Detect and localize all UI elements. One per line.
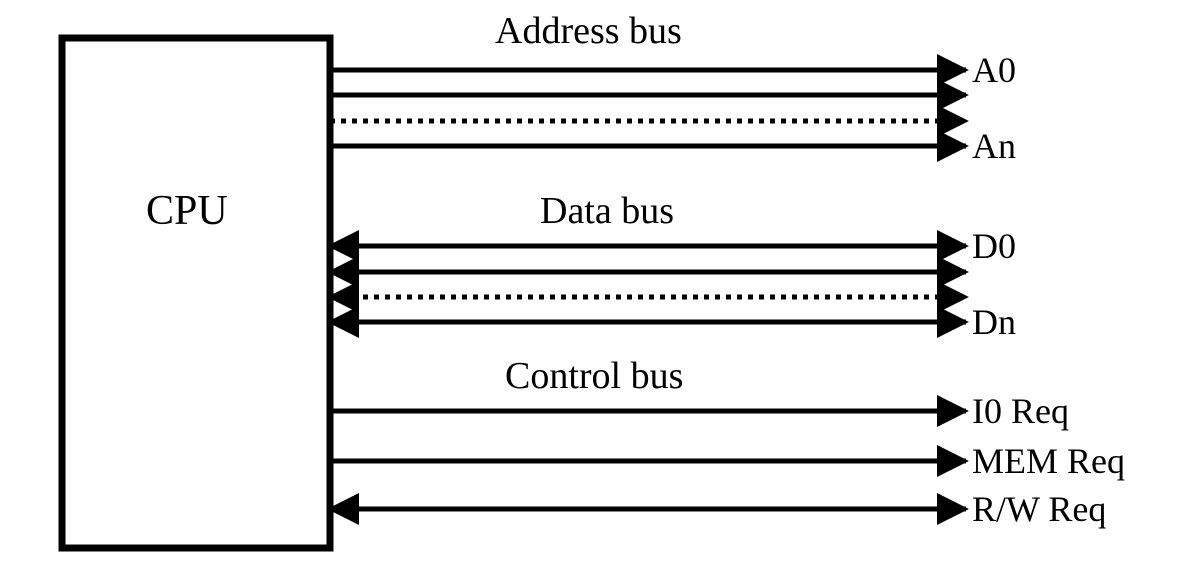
signal-label-an: An: [972, 126, 1016, 166]
signal-label-a0: A0: [972, 50, 1016, 90]
signal-label-io-req: I0 Req: [972, 391, 1069, 431]
signal-label-dn: Dn: [972, 302, 1016, 342]
cpu-box: [58, 34, 334, 552]
signal-label-mem-req: MEM Req: [972, 441, 1125, 481]
data-bus-title: Data bus: [540, 190, 675, 232]
signal-label-rw-req: R/W Req: [972, 489, 1107, 529]
signal-label-d0: D0: [972, 226, 1016, 266]
cpu-label: CPU: [146, 188, 228, 234]
control-bus-title: Control bus: [505, 355, 684, 397]
bus-lines-group: [327, 53, 969, 526]
address-bus-title: Address bus: [495, 10, 682, 52]
